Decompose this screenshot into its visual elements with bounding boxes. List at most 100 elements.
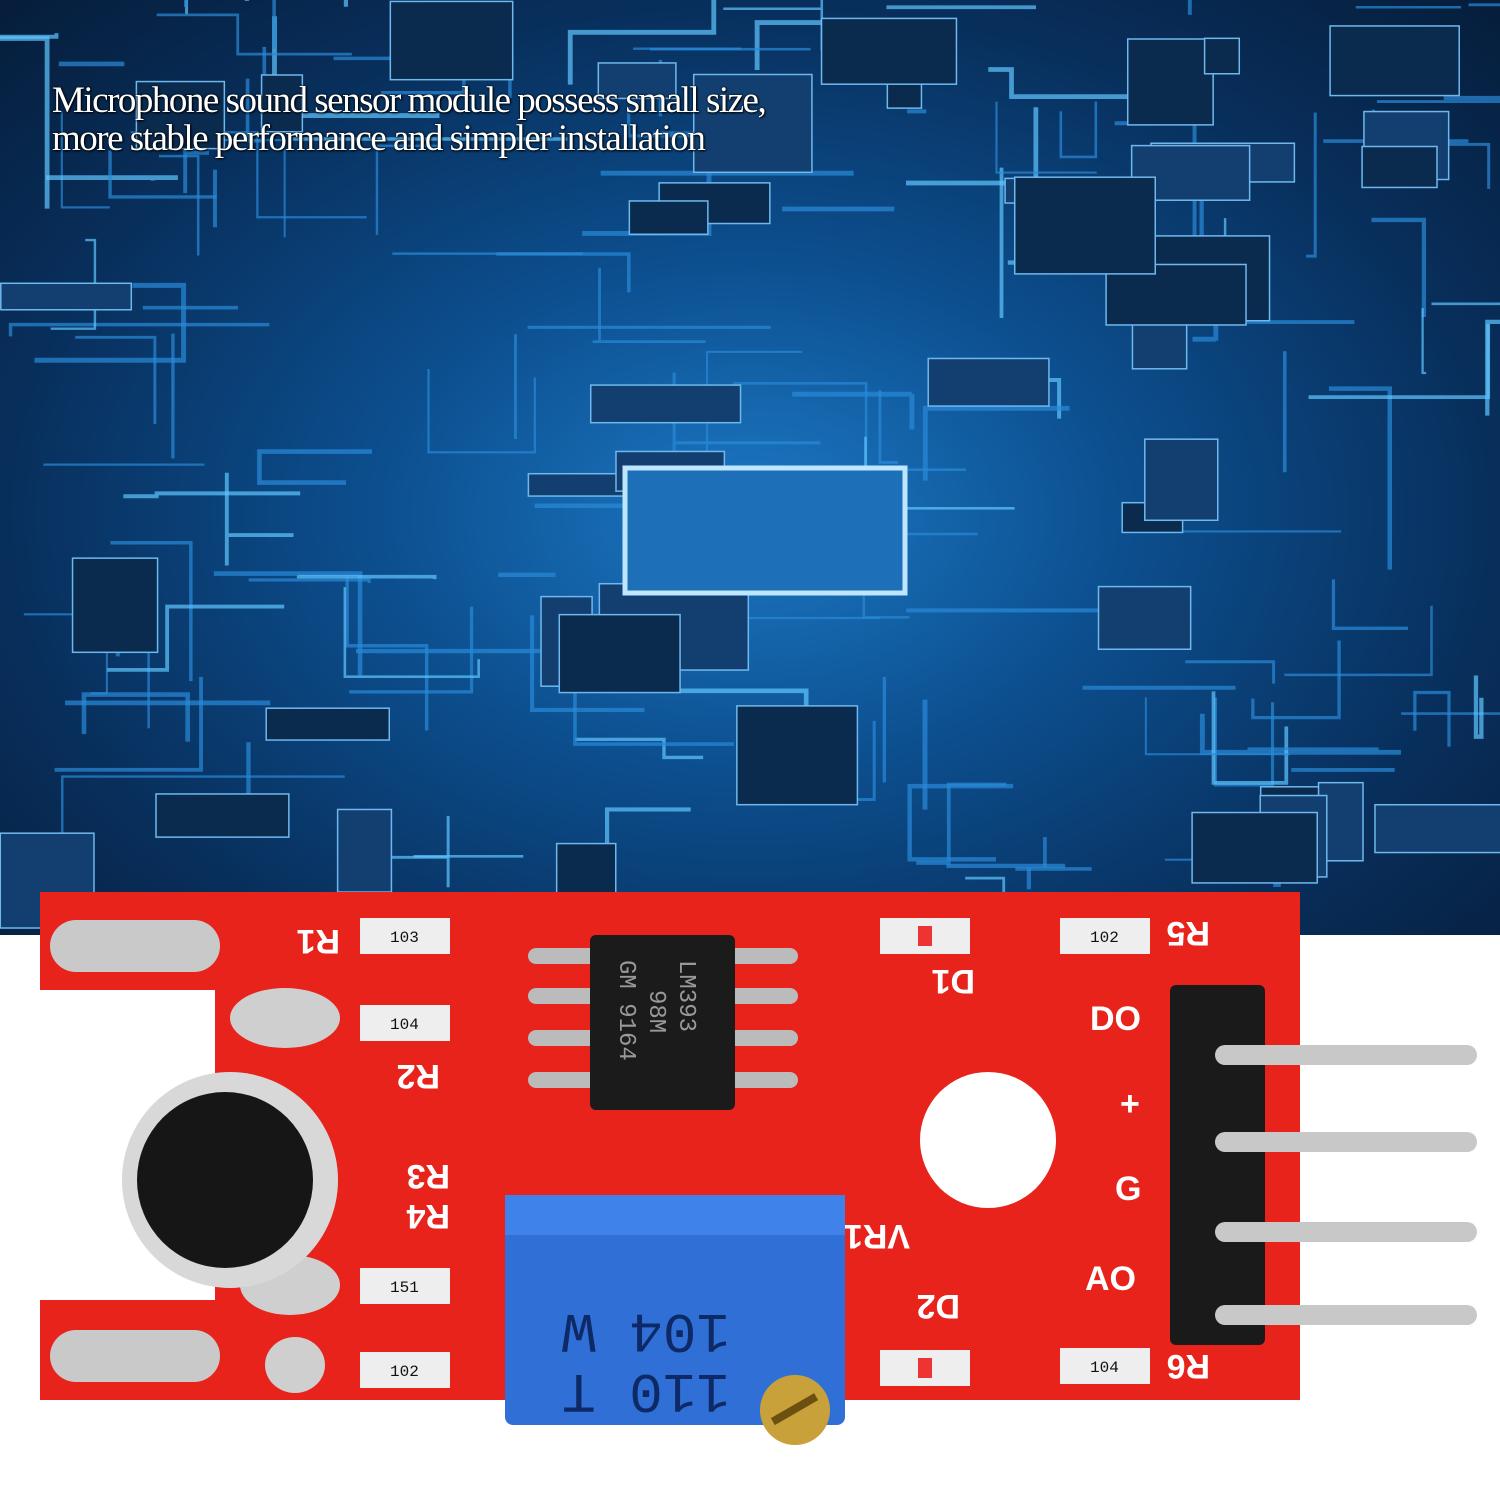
trace: [23, 613, 108, 695]
trace: [34, 282, 187, 363]
trace: [988, 67, 1151, 99]
microphone-mesh: [137, 1092, 313, 1268]
trace: [375, 144, 438, 235]
trace: [61, 775, 345, 843]
component: [1144, 438, 1219, 522]
component: [389, 0, 514, 81]
pin-label-plus: +: [1120, 1085, 1140, 1123]
trace: [54, 676, 203, 772]
component: [1374, 803, 1500, 854]
component: [1329, 25, 1460, 97]
resistor-r2-code: 104: [390, 1016, 419, 1034]
trace: [1473, 675, 1484, 739]
component: [1361, 145, 1438, 189]
trace: [792, 391, 915, 430]
resistor-r3-code: 151: [390, 1279, 419, 1297]
trace: [1284, 605, 1433, 677]
pin-label-g: G: [1115, 1170, 1141, 1208]
trace: [110, 540, 193, 682]
trace: [1213, 697, 1275, 787]
trace: [213, 571, 363, 676]
component: [1191, 811, 1318, 884]
trace: [1371, 217, 1427, 318]
trace: [75, 335, 157, 424]
label-r2: R2: [397, 1057, 440, 1095]
component: [597, 62, 677, 100]
trace: [108, 150, 217, 199]
circuit-traces: [0, 0, 1500, 929]
component: [135, 80, 226, 150]
caption: Microphone sound sensor module possess s…: [52, 82, 767, 159]
trace: [159, 154, 200, 256]
trace: [272, 16, 440, 119]
pin-header: [1170, 985, 1477, 1345]
label-r1: R1: [297, 922, 340, 960]
mounting-hole: [920, 1072, 1056, 1208]
trace: [345, 577, 429, 731]
resistors: 103 104 151 102 102 104: [360, 918, 1150, 1388]
trace: [183, 133, 210, 194]
label-r5: R5: [1167, 914, 1210, 952]
pin-label-do: DO: [1090, 1000, 1141, 1038]
lm393-chip: LM393 98M GM 9164: [528, 935, 798, 1110]
caption-line-2: more stable performance and simpler inst…: [52, 118, 706, 159]
trace: [1308, 324, 1491, 400]
component: [927, 357, 1050, 407]
pot-text-2: 104 W: [562, 1298, 730, 1362]
component: [260, 74, 304, 133]
trace: [371, 815, 450, 888]
trace: [1144, 697, 1290, 756]
trace: [81, 692, 190, 742]
component: [628, 200, 709, 236]
central-processor-chip: [622, 465, 908, 596]
trace: [296, 574, 437, 580]
trace: [1306, 112, 1317, 258]
trace: [343, 587, 480, 679]
solder-pad: [230, 988, 340, 1048]
circuit-board-background: [0, 0, 1500, 935]
trace: [1015, 836, 1092, 871]
component: [71, 557, 159, 654]
trace: [604, 807, 691, 849]
trace: [427, 368, 536, 454]
label-r4: R4: [406, 1197, 450, 1235]
trace: [733, 382, 966, 471]
resistor-r1-code: 103: [390, 929, 419, 947]
trace: [1199, 713, 1401, 755]
trace: [878, 390, 898, 464]
trace: [592, 267, 706, 343]
component: [736, 705, 859, 806]
label-r3: R3: [407, 1157, 450, 1195]
trace: [183, 0, 276, 49]
trace: [8, 322, 270, 337]
trace: [530, 615, 645, 712]
mount-pad-top: [50, 920, 220, 972]
trace: [1401, 712, 1500, 715]
trace: [1331, 579, 1409, 630]
trace: [754, 20, 832, 70]
trace: [922, 405, 1070, 481]
trace: [107, 604, 285, 672]
label-r6: R6: [1167, 1347, 1210, 1385]
component: [1126, 38, 1214, 126]
component: [820, 17, 958, 85]
trace: [156, 13, 352, 56]
trace: [995, 101, 1097, 174]
component: [692, 73, 813, 174]
trace: [1328, 386, 1393, 570]
component: [558, 613, 681, 694]
chip-text-1: LM393: [672, 960, 699, 1032]
component: [1097, 585, 1192, 650]
component: [265, 707, 391, 741]
component: [155, 793, 290, 838]
label-d2: D2: [917, 1287, 960, 1325]
trace: [60, 111, 110, 209]
trace: [46, 175, 178, 181]
trace: [1421, 308, 1427, 375]
trace: [1251, 640, 1341, 720]
trace: [257, 449, 372, 485]
potentiometer: 110 T 104 W: [505, 1195, 845, 1445]
trace: [573, 650, 734, 746]
component: [0, 282, 133, 311]
